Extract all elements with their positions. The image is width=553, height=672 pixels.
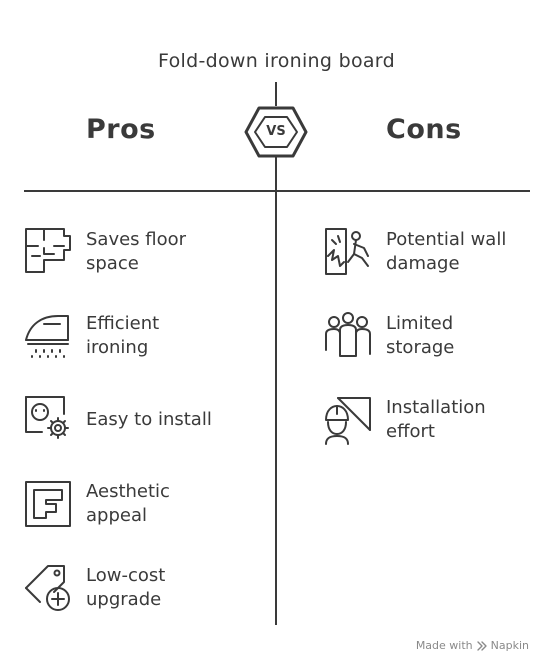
cons-item-potential-wall-damage: Potential wall damage — [324, 226, 534, 282]
wall-crack-icon — [324, 226, 374, 278]
pros-item-efficient-ironing: Efficient ironing — [24, 310, 254, 366]
iron-icon — [24, 310, 74, 362]
cons-item-label: Potential wall damage — [386, 229, 507, 274]
worker-icon — [324, 394, 374, 446]
pros-item-aesthetic-appeal: Aesthetic appeal — [24, 478, 254, 534]
cons-item-installation-effort: Installation effort — [324, 394, 534, 450]
diagram-title: Fold-down ironing board — [158, 50, 395, 72]
vs-badge-shape — [244, 106, 308, 158]
horizontal-divider — [24, 190, 530, 192]
cons-item-limited-storage: Limited storage — [324, 310, 534, 366]
pros-item-label: Easy to install — [86, 409, 212, 430]
people-group-icon — [324, 310, 374, 362]
pros-item-label: Saves floor space — [86, 229, 187, 274]
vs-badge: VS — [243, 105, 309, 159]
vertical-divider — [275, 157, 277, 625]
pros-heading: Pros — [86, 114, 156, 145]
design-frame-icon — [24, 478, 74, 530]
price-tag-plus-icon — [24, 562, 74, 614]
pros-item-label: Aesthetic appeal — [86, 481, 170, 526]
footer-made-with: Made with — [415, 639, 473, 652]
footer-attribution[interactable]: Made with Napkin — [416, 639, 529, 652]
cons-item-label: Installation effort — [386, 397, 486, 442]
pros-item-low-cost-upgrade: Low-cost upgrade — [24, 562, 254, 618]
pros-item-easy-to-install: Easy to install — [24, 394, 264, 450]
install-gear-icon — [24, 394, 74, 446]
vs-label: VS — [266, 124, 286, 139]
cons-item-label: Limited storage — [386, 313, 455, 358]
pros-item-saves-floor-space: Saves floor space — [24, 226, 254, 282]
floor-plan-icon — [24, 226, 74, 278]
footer-brand: Napkin — [490, 639, 529, 652]
pros-item-label: Efficient ironing — [86, 313, 160, 358]
napkin-logo-icon — [476, 640, 487, 651]
pros-item-label: Low-cost upgrade — [86, 565, 166, 610]
vertical-divider-top — [275, 82, 277, 106]
cons-heading: Cons — [386, 114, 462, 145]
